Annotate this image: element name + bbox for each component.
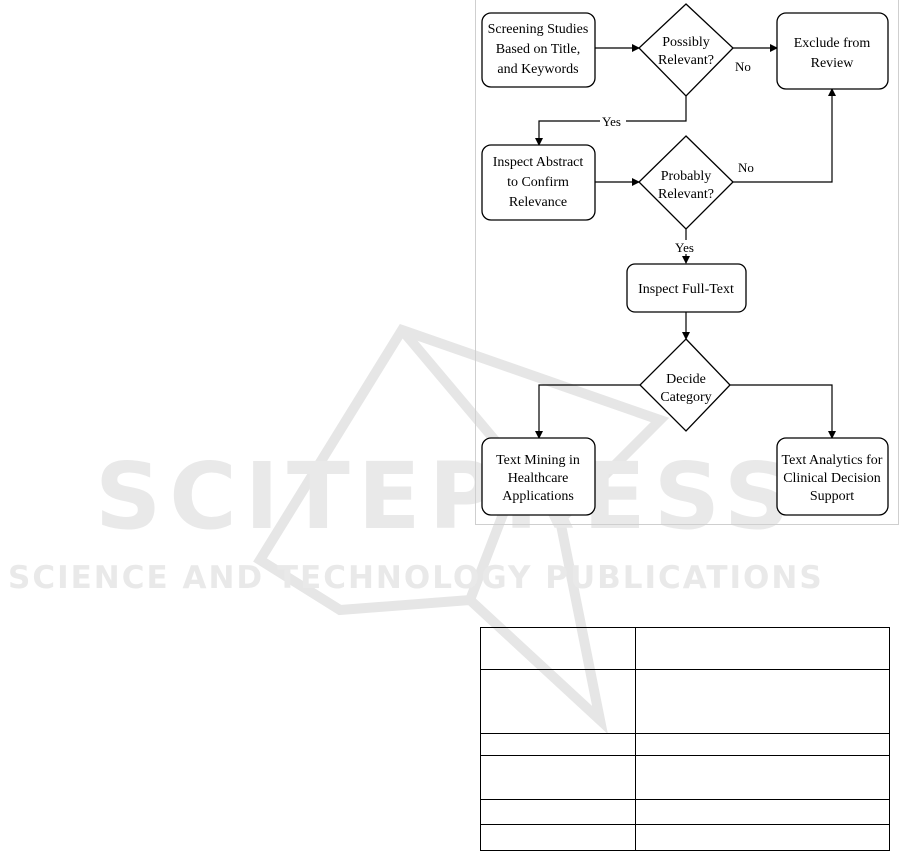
node-inspect-full-text: Inspect Full-Text	[626, 263, 747, 313]
table-row	[480, 799, 890, 825]
flowchart: No Yes No Yes Screening Studies Based on…	[481, 3, 889, 516]
table-cell	[635, 799, 890, 825]
svg-text:Inspect Abstract: Inspect Abstract	[493, 155, 584, 170]
svg-text:Exclude from: Exclude from	[794, 36, 871, 51]
node-text-mining: Text Mining in Healthcare Applications	[481, 437, 596, 516]
table-row	[480, 627, 890, 670]
svg-text:Decide: Decide	[666, 372, 706, 387]
table-cell	[480, 627, 636, 670]
edge-decide-to-textmining	[535, 384, 640, 439]
node-screening-studies: Screening Studies Based on Title, and Ke…	[481, 12, 596, 88]
table-row	[480, 669, 890, 734]
svg-text:Relevant?: Relevant?	[658, 187, 714, 202]
watermark-brand: SCITEPRESS	[95, 443, 798, 550]
svg-text:Screening Studies: Screening Studies	[488, 22, 589, 37]
table-cell	[480, 799, 636, 825]
node-decide-category: Decide Category	[639, 338, 731, 432]
table-row	[480, 755, 890, 800]
svg-text:Possibly: Possibly	[662, 35, 709, 50]
table-cell	[635, 824, 890, 851]
table-cell	[635, 733, 890, 756]
svg-text:Inspect Full-Text: Inspect Full-Text	[638, 282, 734, 297]
node-probably-relevant: Probably Relevant?	[638, 135, 734, 230]
svg-text:Clinical Decision: Clinical Decision	[783, 471, 881, 486]
node-exclude-from-review: Exclude from Review	[776, 12, 889, 90]
table-cell	[480, 733, 636, 756]
svg-text:Support: Support	[810, 489, 854, 504]
table-cell	[480, 669, 636, 734]
edge-label-no-1: No	[735, 59, 751, 74]
svg-text:Healthcare: Healthcare	[508, 471, 569, 486]
node-text-analytics: Text Analytics for Clinical Decision Sup…	[776, 437, 889, 516]
svg-text:Based on Title,: Based on Title,	[496, 42, 580, 57]
edge-probably-to-exclude	[733, 88, 836, 183]
svg-text:to Confirm: to Confirm	[507, 175, 569, 190]
table-cell	[480, 824, 636, 851]
edge-label-no-2: No	[738, 160, 754, 175]
svg-text:Relevance: Relevance	[509, 195, 567, 210]
table-row	[480, 824, 890, 851]
table-cell	[635, 669, 890, 734]
edge-label-yes-1: Yes	[602, 114, 621, 129]
svg-text:and Keywords: and Keywords	[497, 62, 578, 77]
svg-text:Applications: Applications	[502, 489, 574, 504]
svg-text:Text Analytics for: Text Analytics for	[782, 453, 883, 468]
table-cell	[635, 755, 890, 800]
watermark-tagline: SCIENCE AND TECHNOLOGY PUBLICATIONS	[8, 560, 824, 596]
node-possibly-relevant: Possibly Relevant?	[638, 3, 734, 97]
table-row	[480, 733, 890, 756]
node-inspect-abstract: Inspect Abstract to Confirm Relevance	[481, 144, 596, 221]
edge-label-bg	[673, 240, 699, 254]
svg-text:Text Mining in: Text Mining in	[496, 453, 580, 468]
edge-label-yes-2: Yes	[675, 240, 694, 255]
svg-text:Category: Category	[660, 390, 711, 405]
flow-edges	[535, 44, 836, 439]
edge-label-bg	[600, 114, 626, 128]
data-table	[480, 627, 890, 851]
table-cell	[480, 755, 636, 800]
figure-frame	[475, 0, 899, 525]
svg-text:Relevant?: Relevant?	[658, 53, 714, 68]
table-cell	[635, 627, 890, 670]
svg-text:Review: Review	[811, 56, 855, 71]
edge-decide-to-textanalytics	[730, 384, 836, 439]
svg-text:Probably: Probably	[661, 169, 712, 184]
